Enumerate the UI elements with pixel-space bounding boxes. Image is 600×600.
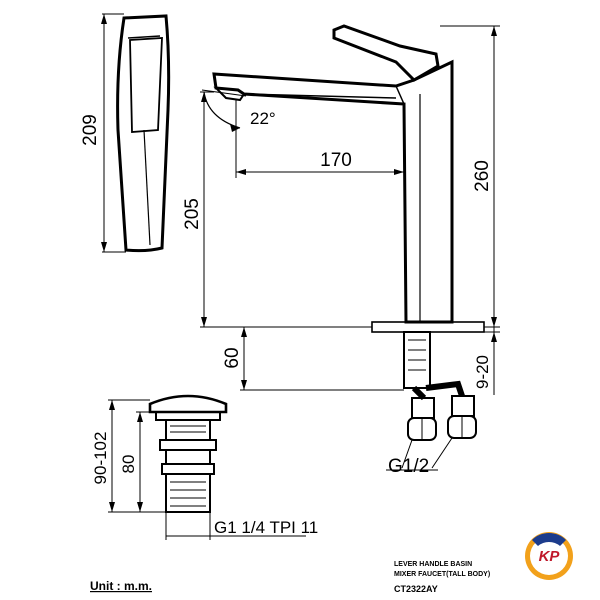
dim-connection-thread: G1/2 [388, 456, 429, 477]
dimension-80: 80 [119, 411, 156, 512]
dim-spout-reach: 170 [320, 150, 352, 171]
dimension-170: 170 [235, 100, 404, 178]
faucet-body [212, 24, 500, 441]
handle-side-view [116, 14, 171, 253]
drain-assembly [148, 394, 228, 513]
dim-handle-length: 209 [80, 114, 101, 146]
model-number: CT2322AY [394, 584, 438, 594]
dimension-260: 260 [440, 25, 500, 327]
dim-shank-length: 60 [222, 347, 243, 368]
label-g12: G1/2 [386, 437, 453, 477]
dim-total-height: 260 [472, 160, 493, 192]
dimension-9-20: 9-20 [473, 327, 500, 395]
dimension-209: 209 [80, 13, 126, 253]
label-drain-thread: G1 1/4 TPI 11 [165, 512, 318, 540]
dim-drain-thread: G1 1/4 TPI 11 [214, 518, 318, 537]
dim-drain-body: 80 [119, 455, 138, 474]
dim-angle: 22° [250, 109, 276, 128]
brand-logo: KP [525, 532, 573, 580]
dimension-205: 205 [182, 91, 350, 328]
dim-drain-height: 90-102 [91, 432, 110, 485]
title-line-1: LEVER HANDLE BASIN [394, 561, 472, 568]
dim-counter-thickness: 9-20 [473, 355, 492, 389]
logo-text: KP [539, 548, 561, 565]
unit-label: Unit : m.m. [90, 579, 152, 593]
title-line-2: MIXER FAUCET(TALL BODY) [394, 571, 490, 578]
dimension-60: 60 [222, 327, 404, 391]
dimension-90-102: 90-102 [91, 399, 166, 513]
title-block: LEVER HANDLE BASIN MIXER FAUCET(TALL BOD… [394, 561, 490, 594]
dim-spout-height: 205 [182, 198, 203, 230]
